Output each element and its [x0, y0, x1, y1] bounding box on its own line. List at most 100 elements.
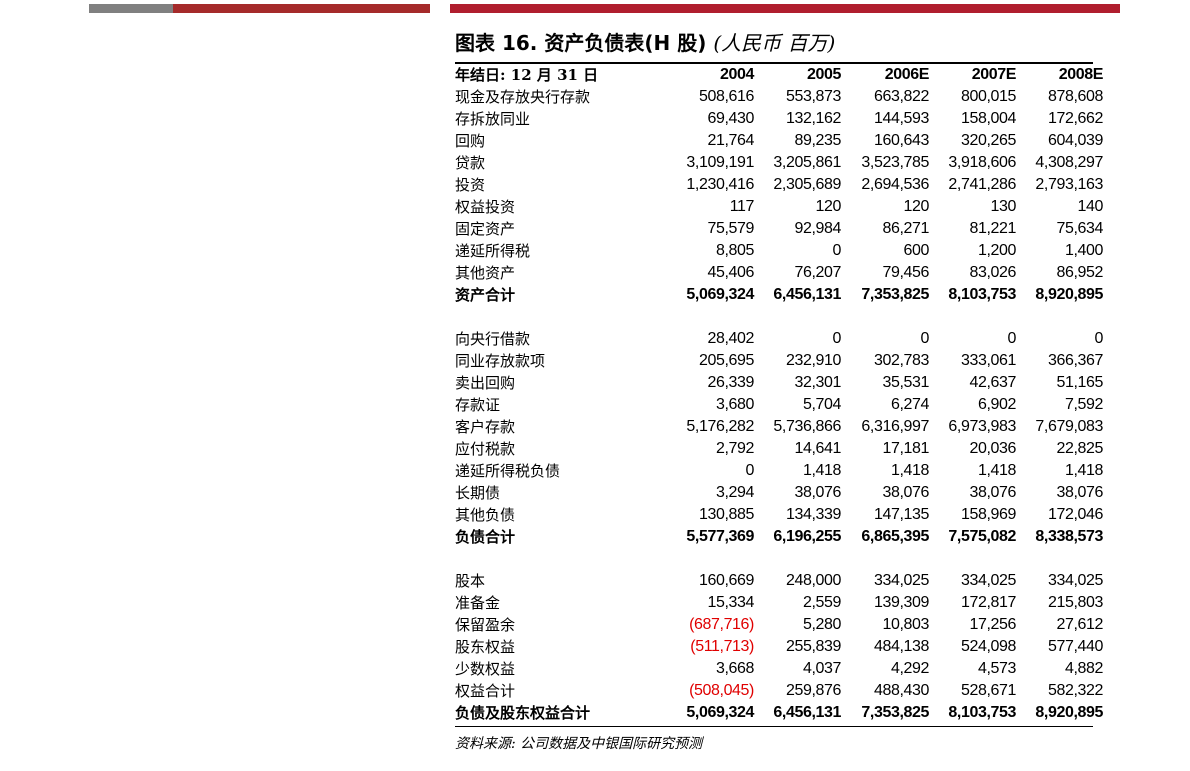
- balance-sheet-table: 年结日: 12 月 31 日 2004 2005 2006E 2007E 200…: [455, 64, 1106, 724]
- row-label: 递延所得税负债: [455, 462, 561, 480]
- row-value: 14,641: [794, 440, 841, 457]
- row-value: 215,803: [1047, 594, 1103, 611]
- row-value: 0: [920, 330, 930, 347]
- row-value: 27,612: [1056, 616, 1103, 633]
- row-label: 负债合计: [455, 528, 516, 546]
- table-bottom-rule: [455, 726, 1093, 727]
- row-value: 878,608: [1047, 88, 1103, 105]
- row-value: 79,456: [882, 264, 929, 281]
- row-label: 权益合计: [455, 682, 516, 700]
- row-value: 35,531: [882, 374, 929, 391]
- row-value: 8,805: [715, 242, 754, 259]
- row-value: 8,920,895: [1035, 704, 1103, 721]
- row-value: 7,679,083: [1035, 418, 1103, 435]
- row-value: 5,069,324: [686, 704, 754, 721]
- row-label: 资产合计: [455, 286, 516, 304]
- row-value: 134,339: [785, 506, 841, 523]
- row-value: 81,221: [969, 220, 1016, 237]
- row-value: 4,573: [977, 660, 1016, 677]
- row-value: 8,103,753: [948, 286, 1016, 303]
- row-value: 38,076: [1056, 484, 1103, 501]
- row-value: 32,301: [794, 374, 841, 391]
- row-value: 3,109,191: [686, 154, 754, 171]
- row-value: 333,061: [960, 352, 1016, 369]
- row-value: 255,839: [785, 638, 841, 655]
- row-value: 139,309: [873, 594, 929, 611]
- row-value: 7,353,825: [861, 704, 929, 721]
- row-label: 客户存款: [455, 418, 516, 436]
- row-value: 1,418: [1064, 462, 1103, 479]
- row-value: 7,575,082: [948, 528, 1016, 545]
- row-value: 1,418: [977, 462, 1016, 479]
- row-value: 7,353,825: [861, 286, 929, 303]
- row-value: 6,456,131: [773, 286, 841, 303]
- section-spacer: [455, 548, 1106, 570]
- row-value: 28,402: [707, 330, 754, 347]
- row-value: 488,430: [873, 682, 929, 699]
- row-value: 4,308,297: [1035, 154, 1103, 171]
- row-value: 2,741,286: [948, 176, 1016, 193]
- row-value: 6,902: [977, 396, 1016, 413]
- row-value: 2,559: [802, 594, 841, 611]
- table-title-main: 图表 16. 资产负债表(H 股): [455, 31, 707, 55]
- decorative-bar-red-right: [450, 4, 1120, 13]
- row-label: 长期债: [455, 484, 501, 502]
- row-label: 递延所得税: [455, 242, 531, 260]
- row-value: 4,882: [1064, 660, 1103, 677]
- table-title: 图表 16. 资产负债表(H 股) (人民币 百万): [455, 27, 835, 56]
- row-value: 42,637: [969, 374, 1016, 391]
- row-value: 600: [903, 242, 930, 259]
- row-value: 0: [745, 462, 755, 479]
- row-value: 663,822: [873, 88, 929, 105]
- row-value: 2,305,689: [773, 176, 841, 193]
- row-value: 26,339: [707, 374, 754, 391]
- row-value: 6,456,131: [773, 704, 841, 721]
- row-label: 贷款: [455, 154, 486, 172]
- row-value: (508,045): [689, 682, 754, 699]
- row-label: 其他资产: [455, 264, 516, 282]
- row-label: 回购: [455, 132, 486, 150]
- row-value: 259,876: [785, 682, 841, 699]
- row-value: 5,736,866: [773, 418, 841, 435]
- header-year: 2004: [720, 66, 754, 83]
- row-value: 553,873: [785, 88, 841, 105]
- row-value: 160,643: [873, 132, 929, 149]
- row-label: 其他负债: [455, 506, 516, 524]
- row-value: 132,162: [785, 110, 841, 127]
- row-label: 负债及股东权益合计: [455, 704, 591, 722]
- row-label: 固定资产: [455, 220, 516, 238]
- row-value: 302,783: [873, 352, 929, 369]
- row-value: 147,135: [873, 506, 929, 523]
- row-value: 51,165: [1056, 374, 1103, 391]
- row-label: 股东权益: [455, 638, 516, 656]
- row-value: 1,230,416: [686, 176, 754, 193]
- row-value: 0: [832, 330, 842, 347]
- row-value: 3,294: [715, 484, 754, 501]
- row-value: 334,025: [873, 572, 929, 589]
- spacer-cell: [455, 306, 1106, 328]
- row-value: 6,973,983: [948, 418, 1016, 435]
- row-value: 0: [832, 242, 842, 259]
- row-value: (687,716): [689, 616, 754, 633]
- header-year: 2006E: [884, 66, 930, 83]
- header-year: 2007E: [971, 66, 1017, 83]
- row-value: 524,098: [960, 638, 1016, 655]
- row-value: 76,207: [794, 264, 841, 281]
- table-header-row: 年结日: 12 月 31 日 2004 2005 2006E 2007E 200…: [455, 64, 1106, 86]
